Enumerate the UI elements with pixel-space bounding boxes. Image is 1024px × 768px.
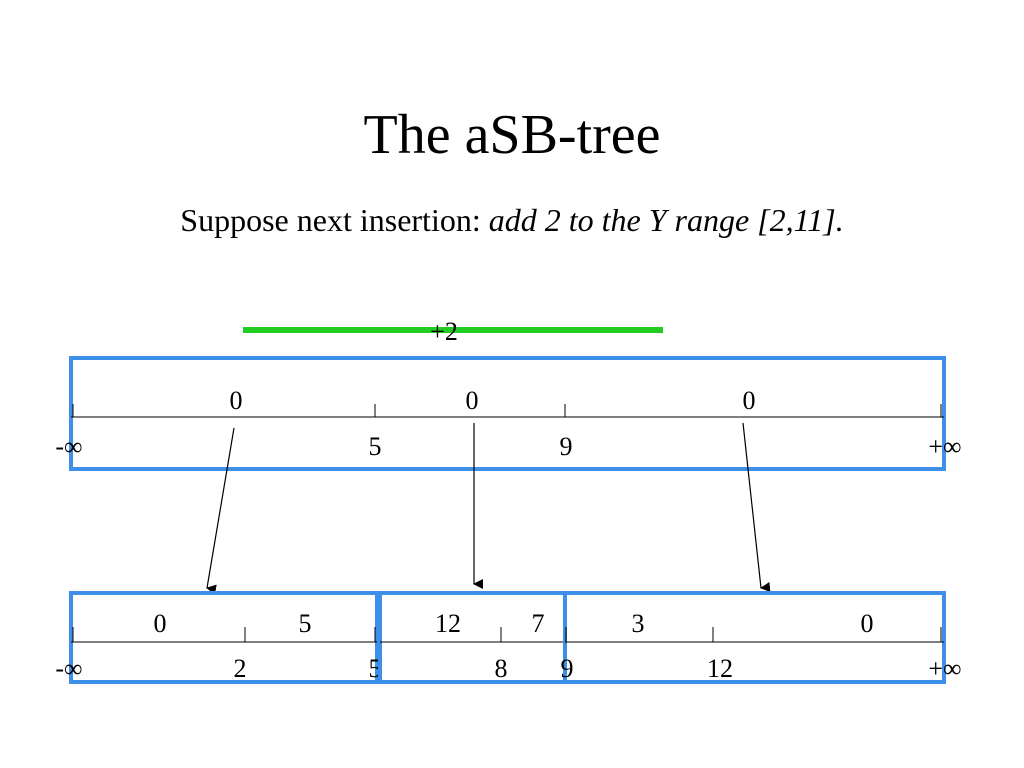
insertion-range-label: +2 <box>430 317 458 346</box>
child-key: -∞ <box>55 654 82 683</box>
child-value: 0 <box>861 609 874 638</box>
child-node-box <box>69 591 379 684</box>
child-node: 3 0 9 12 +∞ <box>561 591 962 684</box>
page-title: The aSB-tree <box>363 104 661 166</box>
root-value: 0 <box>466 386 479 415</box>
child-key: 2 <box>234 654 247 683</box>
child-node: 12 7 8 <box>378 591 567 684</box>
root-value: 0 <box>743 386 756 415</box>
child-key: 8 <box>495 654 508 683</box>
child-node: 0 5 -∞ 2 5 <box>55 591 382 684</box>
child-value: 5 <box>299 609 312 638</box>
child-value: 3 <box>632 609 645 638</box>
pointer-arrow <box>206 427 235 595</box>
child-value: 7 <box>532 609 545 638</box>
root-node-box <box>69 356 946 471</box>
child-key: +∞ <box>928 654 961 683</box>
child-value: 0 <box>154 609 167 638</box>
subtitle: Suppose next insertion: add 2 to the Y r… <box>0 198 1024 242</box>
root-node: 0 0 0 -∞ 5 9 +∞ <box>55 356 962 471</box>
root-key: 5 <box>369 432 382 461</box>
subtitle-lead: Suppose next insertion: <box>180 202 489 238</box>
root-value: 0 <box>230 386 243 415</box>
root-key: +∞ <box>928 432 961 461</box>
root-key: 9 <box>560 432 573 461</box>
root-key: -∞ <box>55 432 82 461</box>
child-node-box <box>563 591 946 684</box>
child-value: 12 <box>435 609 461 638</box>
child-key: 12 <box>707 654 733 683</box>
pointer-arrow <box>742 422 771 592</box>
subtitle-emphasis: add 2 to the Y range [2,11]. <box>488 202 844 238</box>
child-key: 9 <box>561 654 574 683</box>
